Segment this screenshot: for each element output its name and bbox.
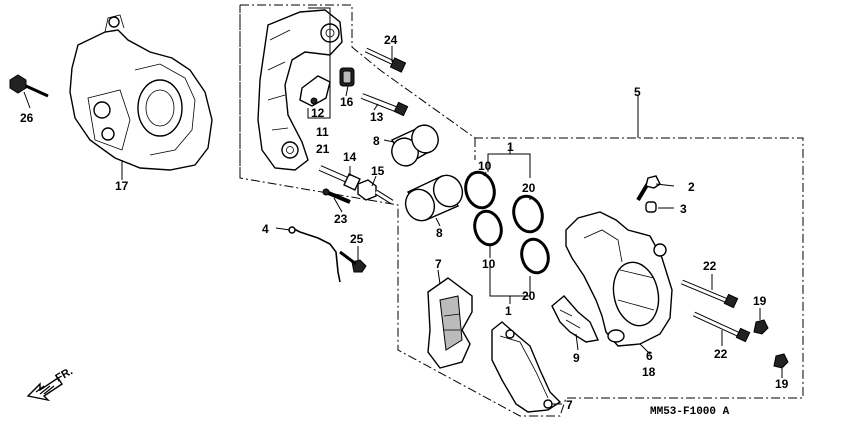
callout-12: 12 [311, 106, 325, 120]
callout-11: 11 [316, 125, 329, 139]
seal-20-lower [520, 237, 550, 275]
callout-14: 14 [343, 150, 357, 164]
bolt-23 [322, 188, 351, 204]
pin-13 [360, 93, 409, 117]
piston-8-lower [404, 174, 464, 222]
spring-4 [288, 226, 341, 283]
direction-label: FR. [54, 365, 75, 384]
brake-pad-7-lower [491, 321, 562, 413]
pin-22-lower [692, 311, 751, 343]
callout-20b: 20 [522, 289, 536, 303]
callout-10a: 10 [478, 159, 492, 173]
callout-5: 5 [634, 85, 641, 99]
nut-19-lower [773, 353, 789, 369]
callout-19b: 19 [775, 377, 789, 391]
callout-22a: 22 [703, 259, 717, 273]
pad-spring-9 [551, 295, 600, 343]
callout-18: 18 [642, 365, 656, 379]
piston-8-upper [391, 124, 439, 167]
diagram-code: MM53-F1000 A [650, 406, 730, 418]
callout-8b: 8 [436, 226, 443, 240]
callout-20a: 20 [522, 181, 536, 195]
callout-1a: 1 [507, 140, 514, 154]
callout-4: 4 [262, 222, 269, 236]
caliper-body-6 [565, 211, 673, 347]
callout-7a: 7 [435, 257, 442, 271]
callout-13: 13 [370, 110, 384, 124]
retainer-clip-12 [299, 75, 331, 107]
callout-15: 15 [371, 164, 385, 178]
callout-labels: 26 17 24 16 12 11 13 21 14 15 8 23 4 25 … [20, 33, 789, 412]
bolt-25 [339, 250, 367, 273]
nut-19-upper [753, 319, 769, 335]
callout-1b: 1 [505, 304, 512, 318]
seal-20-upper [512, 194, 544, 234]
assembly-outline [239, 4, 804, 417]
caliper-assembly-17 [69, 14, 213, 171]
pin-14 [318, 165, 361, 191]
callout-21: 21 [316, 142, 330, 156]
callout-22b: 22 [714, 347, 728, 361]
callout-8a: 8 [373, 134, 380, 148]
callout-26: 26 [20, 111, 34, 125]
callout-9: 9 [573, 351, 580, 365]
callout-24: 24 [384, 33, 398, 47]
boot-16 [339, 67, 355, 87]
callout-2: 2 [688, 180, 695, 194]
pin-22-upper [681, 279, 739, 309]
pin-bolt-24 [364, 47, 407, 73]
bolt-26 [9, 74, 49, 98]
seal-10-upper [464, 170, 496, 210]
caliper-bracket-21 [257, 9, 343, 171]
arrow-down-left-icon [26, 377, 63, 402]
seal-10-lower [473, 209, 503, 247]
callout-3: 3 [680, 202, 687, 216]
callout-17: 17 [115, 179, 129, 193]
callout-6: 6 [646, 349, 653, 363]
callout-19a: 19 [753, 294, 767, 308]
callout-16: 16 [340, 95, 354, 109]
brake-pad-7-upper [427, 277, 473, 369]
leader-lines [23, 7, 783, 405]
bleed-valve-2 [636, 175, 661, 202]
callout-10b: 10 [482, 257, 496, 271]
callout-7b: 7 [566, 398, 573, 412]
callout-23: 23 [334, 212, 348, 226]
bleed-cap-3 [645, 201, 657, 213]
pin-15 [357, 179, 394, 205]
callout-25: 25 [350, 232, 364, 246]
